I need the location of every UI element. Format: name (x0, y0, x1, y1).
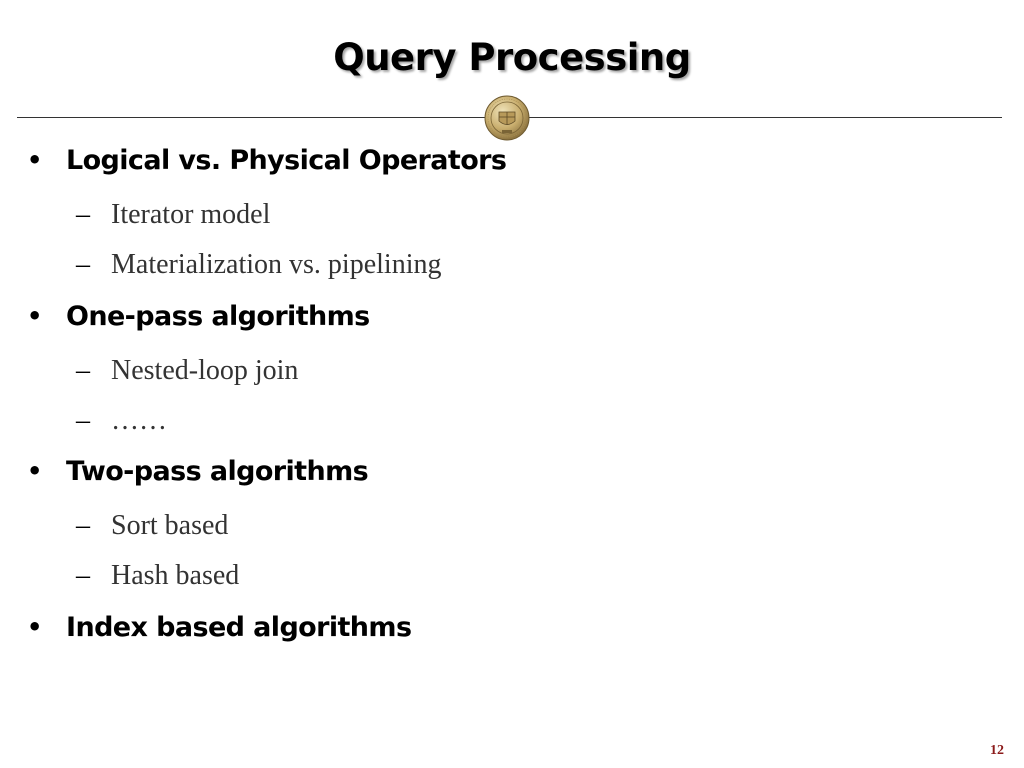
sub-bullet-item: –Hash based (76, 560, 239, 592)
page-number: 12 (990, 743, 1004, 758)
bullet-marker: • (27, 146, 42, 174)
sub-bullet-marker: – (76, 560, 90, 591)
bullet-marker: • (27, 302, 42, 330)
sub-bullet-item: –Nested-loop join (76, 355, 298, 387)
bullet-item: • Index based algorithms (27, 610, 412, 645)
sub-bullet-label: Nested-loop join (111, 355, 299, 386)
bullet-label: One-pass algorithms (66, 301, 370, 332)
sub-bullet-marker: – (76, 405, 90, 436)
sub-bullet-label: …… (111, 405, 167, 436)
sub-bullet-marker: – (76, 510, 90, 541)
bullet-label: Index based algorithms (66, 612, 412, 643)
sub-bullet-marker: – (76, 199, 90, 230)
sub-bullet-label: Sort based (111, 510, 229, 541)
bullet-label: Logical vs. Physical Operators (66, 145, 507, 176)
sub-bullet-item: –Materialization vs. pipelining (76, 249, 441, 281)
bullet-marker: • (27, 613, 42, 641)
sub-bullet-label: Hash based (111, 560, 240, 591)
bullet-marker: • (27, 457, 42, 485)
sub-bullet-label: Iterator model (111, 199, 271, 230)
sub-bullet-item: –…… (76, 405, 167, 437)
sub-bullet-item: –Iterator model (76, 199, 270, 231)
bullet-item: • Two-pass algorithms (27, 454, 369, 489)
sub-bullet-marker: – (76, 249, 90, 280)
bullet-item: • One-pass algorithms (27, 299, 370, 334)
sub-bullet-item: –Sort based (76, 510, 228, 542)
sub-bullet-marker: – (76, 355, 90, 386)
university-seal-icon (484, 95, 530, 141)
bullet-label: Two-pass algorithms (66, 456, 369, 487)
slide-title: Query Processing (333, 36, 691, 79)
sub-bullet-label: Materialization vs. pipelining (111, 249, 442, 280)
bullet-item: • Logical vs. Physical Operators (27, 143, 507, 178)
